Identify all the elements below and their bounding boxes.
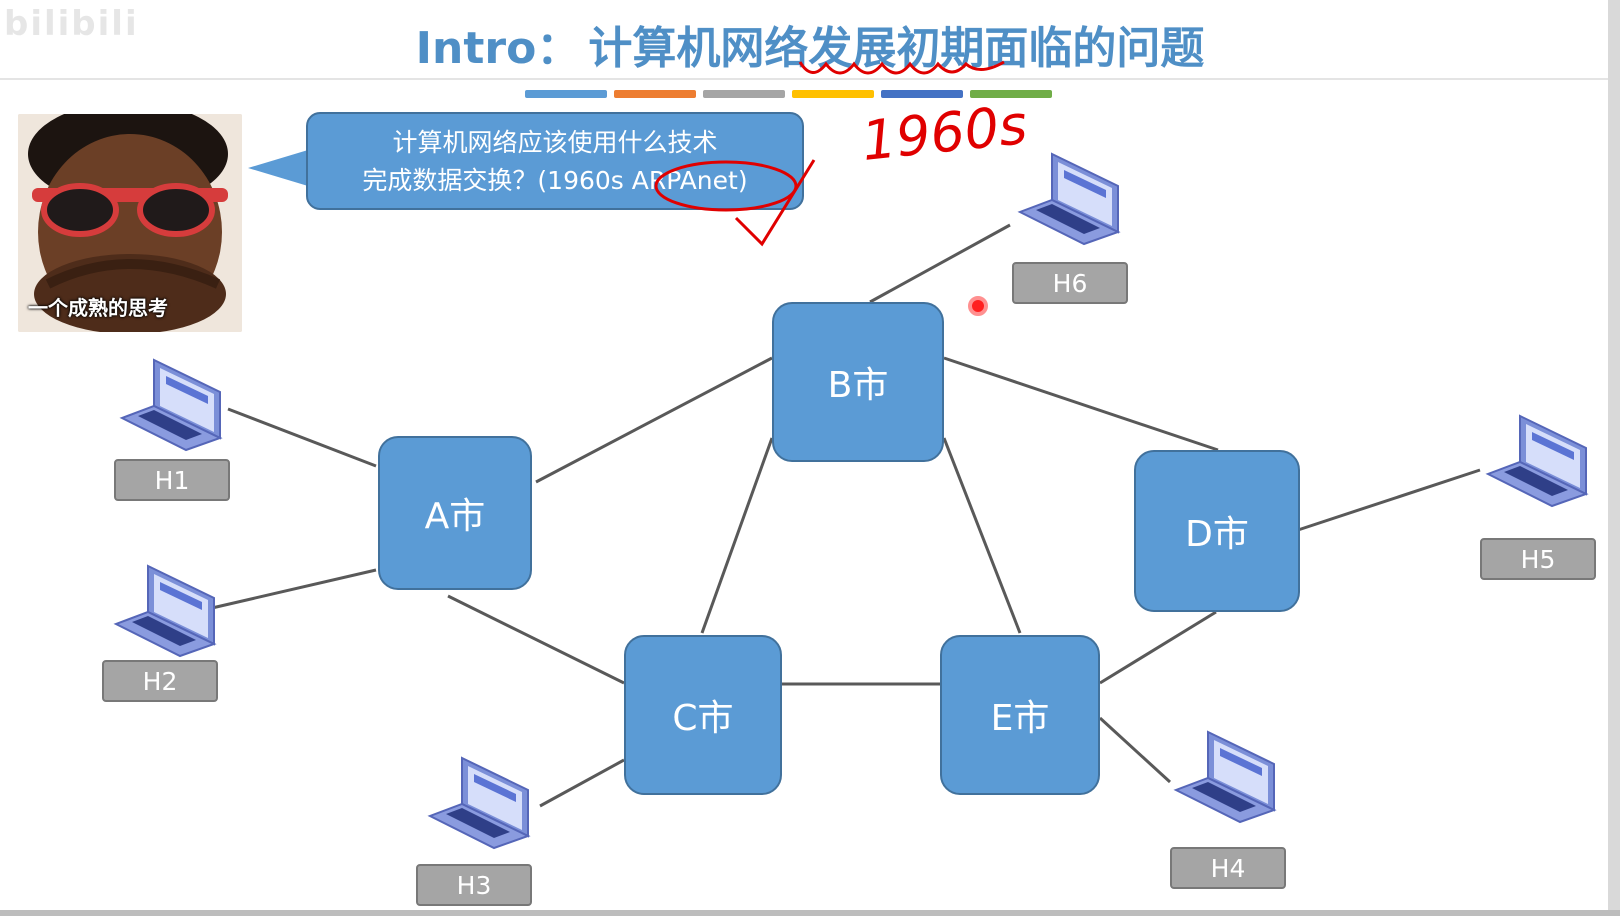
link-e-h4 (1098, 716, 1172, 784)
title-prefix: Intro： (415, 23, 581, 74)
bubble-line-1: 计算机网络应该使用什么技术 (392, 128, 718, 157)
link-b-d (943, 356, 1219, 452)
slide-title: Intro：计算机网络发展初期面临的问题 (0, 12, 1620, 76)
laptop-icon-h5 (1485, 414, 1589, 508)
color-strip-2 (614, 90, 696, 98)
city-node-b: B市 (772, 302, 944, 462)
title-main: 计算机网络发展初期面临的问题 (588, 23, 1205, 74)
bubble-tail (248, 150, 308, 186)
laser-pointer-dot (968, 296, 988, 316)
host-label-h2: H2 (102, 660, 218, 702)
link-a-h2 (211, 568, 377, 610)
header-divider (0, 78, 1620, 80)
city-node-d: D市 (1134, 450, 1300, 612)
title-underline-scribble (798, 60, 1005, 75)
color-strip-5 (881, 90, 963, 98)
host-label-h4: H4 (1170, 847, 1286, 889)
city-node-a: A市 (378, 436, 532, 590)
window-bottom-edge (0, 910, 1620, 916)
link-a-h1 (227, 407, 377, 468)
laptop-icon-h2 (113, 564, 217, 658)
color-strip-4 (792, 90, 874, 98)
host-label-h6: H6 (1012, 262, 1128, 304)
host-label-h5: H5 (1480, 538, 1596, 580)
checkmark-icon (734, 159, 816, 247)
laptop-icon-h1 (119, 358, 223, 452)
link-e-d (1099, 610, 1217, 685)
city-node-c: C市 (624, 635, 782, 795)
laptop-icon-h3 (427, 756, 531, 850)
photo-caption: 一个成熟的思考 (28, 296, 168, 320)
link-c-h3 (539, 758, 625, 808)
handwritten-year: 1960s (859, 93, 1030, 173)
thinking-meme-photo: 一个成熟的思考 (18, 114, 242, 332)
link-a-b (535, 356, 773, 484)
link-a-c (447, 594, 625, 685)
window-edge (1608, 0, 1620, 916)
link-d-h5 (1297, 468, 1481, 532)
color-strip-1 (525, 90, 607, 98)
arpanet-circle (654, 160, 798, 212)
link-b-c (700, 437, 774, 634)
bubble-line-2: 完成数据交换？(1960s ARPAnet) (362, 166, 748, 195)
meme-illustration (18, 114, 242, 332)
link-b-h6 (869, 223, 1011, 304)
color-strip-6 (970, 90, 1052, 98)
laptop-icon-h6 (1017, 152, 1121, 246)
city-node-e: E市 (940, 635, 1100, 795)
host-label-h3: H3 (416, 864, 532, 906)
color-strip-3 (703, 90, 785, 98)
laptop-icon-h4 (1173, 730, 1277, 824)
host-label-h1: H1 (114, 459, 230, 501)
link-b-e (942, 437, 1022, 634)
bilibili-watermark: bilibili (4, 4, 139, 44)
